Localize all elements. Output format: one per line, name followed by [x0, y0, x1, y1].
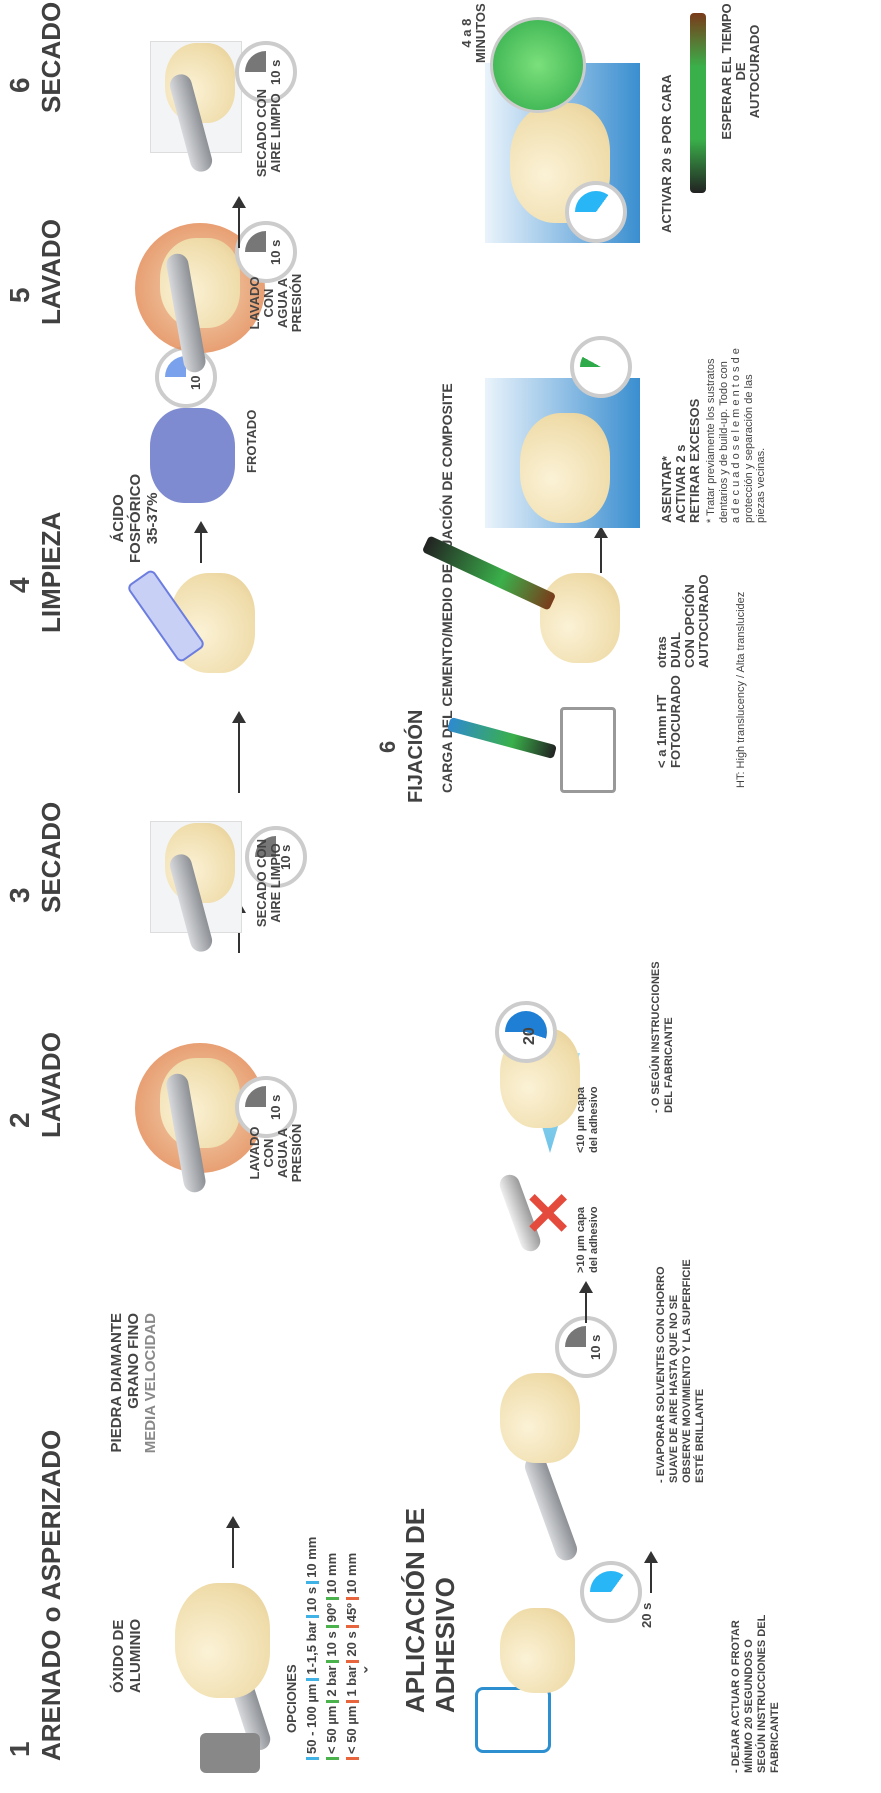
- options-list: 50 - 100 µm1-1,5 bar10 s10 mm < 50 µm2 b…: [305, 1537, 365, 1763]
- timer-icon: [580, 1561, 642, 1623]
- step-3-number: 3: [4, 887, 36, 903]
- step-2-title: LAVADO: [36, 1032, 67, 1138]
- timer-icon: [565, 181, 627, 243]
- option-row: < 50 µm2 bar10 s90º10 mm: [325, 1537, 345, 1763]
- timer-label: 10 s: [269, 240, 283, 265]
- arrow: [200, 523, 202, 563]
- options-label: OPCIONES: [285, 1664, 299, 1733]
- option-row: 50 - 100 µm1-1,5 bar10 s10 mm: [305, 1537, 325, 1763]
- tooth-illustration: [175, 1583, 270, 1698]
- timer-label: 10 s: [589, 1335, 603, 1360]
- cement-syringe-illustration: [447, 717, 557, 759]
- fixation-title: FIJACIÓN: [405, 710, 428, 803]
- sandblaster-reservoir: [200, 1733, 260, 1773]
- option-color-bar: [306, 1757, 319, 1760]
- fixation-number: 6: [375, 741, 401, 753]
- timer-label: 20: [523, 1027, 537, 1045]
- air-syringe-illustration: [522, 1453, 580, 1564]
- step-6-number: 6: [4, 77, 36, 93]
- step-2-number: 2: [4, 1112, 36, 1128]
- timer-label: 20 s: [640, 1603, 654, 1628]
- timer-icon: [570, 336, 632, 398]
- adhesive-bottle-illustration: [475, 1687, 551, 1753]
- arrow: [238, 713, 240, 793]
- step-5-title: LAVADO: [36, 219, 67, 325]
- tooth-illustration: [540, 573, 620, 663]
- arrow: [650, 1553, 652, 1593]
- arrow: [585, 1283, 587, 1323]
- gauge-illustration: [560, 707, 616, 793]
- timer-label: 10 s: [269, 60, 283, 85]
- step-5-number: 5: [4, 287, 36, 303]
- tooth-illustration: [500, 1373, 580, 1463]
- step-4-caption: FROTADO: [245, 410, 259, 473]
- step-3-title: SECADO: [36, 802, 67, 913]
- cross-icon: ✕: [520, 1188, 580, 1238]
- step-1-title: ARENADO o ASPERIZADO: [36, 1430, 67, 1761]
- step-4-title: LIMPIEZA: [36, 512, 67, 633]
- dual-cement-syringe-illustration: [690, 13, 706, 193]
- etched-tooth-illustration: [150, 408, 235, 503]
- timer-icon: [490, 17, 586, 113]
- arrow: [600, 528, 602, 573]
- arrow: [232, 1518, 234, 1568]
- activate-instruction: ACTIVAR 20 s POR CARA: [660, 74, 674, 233]
- step-1-number: 1: [4, 1741, 36, 1757]
- arrow: [238, 198, 240, 248]
- ht-note: HT: High translucency / Alta translucide…: [735, 592, 748, 788]
- timer-icon: 20: [495, 1001, 557, 1063]
- tooth-illustration: [520, 413, 610, 523]
- timer-icon: 10 s: [555, 1316, 617, 1378]
- chevron-down-icon: ˇ: [365, 1667, 379, 1673]
- tooth-illustration: [500, 1608, 575, 1693]
- option-row: < 50 µm1 bar20 s45º10 mm: [345, 1537, 365, 1763]
- step-4-number: 4: [4, 577, 36, 593]
- step-6-title: SECADO: [36, 2, 67, 113]
